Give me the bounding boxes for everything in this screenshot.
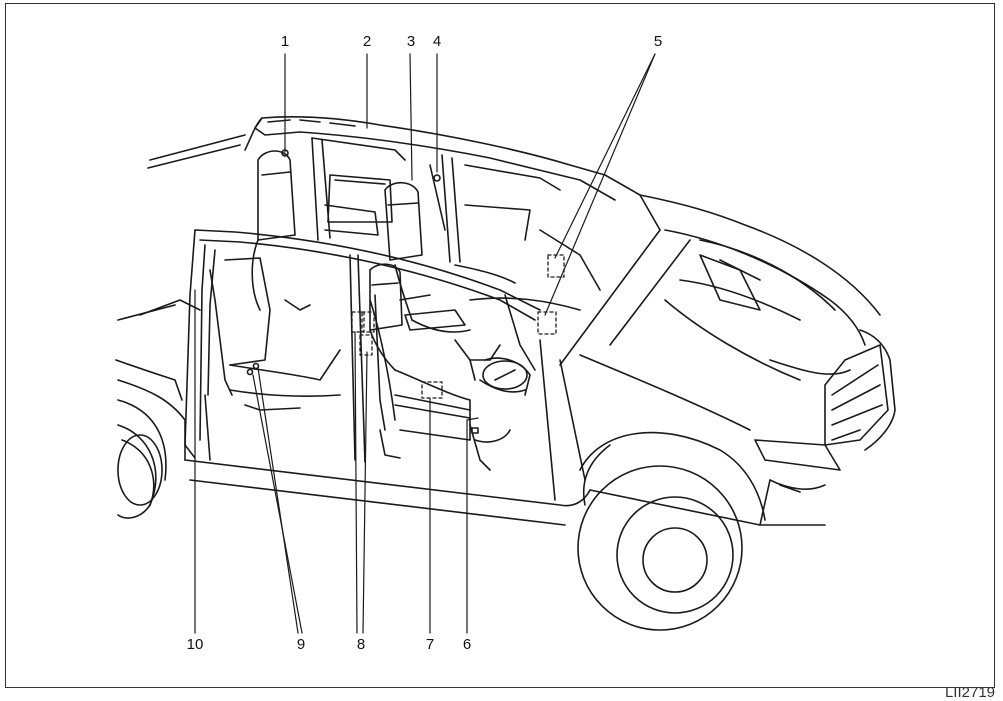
truck-bed (115, 134, 246, 519)
callout-4: 4 (432, 33, 442, 50)
steering-wheel (482, 360, 528, 390)
callout-3: 3 (406, 33, 416, 50)
driver-seat (369, 263, 471, 441)
rear-wheel (117, 424, 163, 506)
callout-6: 6 (462, 636, 472, 653)
callout-5: 5 (653, 33, 663, 50)
door-frames (184, 229, 541, 463)
seat-belts (209, 164, 446, 431)
callout-7: 7 (425, 636, 435, 653)
callout-1: 1 (280, 33, 290, 50)
callout-9: 9 (296, 636, 306, 653)
passenger-seat (384, 181, 471, 333)
roof (244, 116, 661, 231)
grille (754, 329, 896, 493)
figure-code: LII2719 (944, 684, 995, 701)
leader-lines (194, 53, 656, 634)
callout-2: 2 (362, 33, 372, 50)
callout-10: 10 (186, 636, 204, 653)
body-side (184, 339, 826, 526)
rear-seat (224, 150, 341, 411)
sensor-markers (246, 149, 479, 434)
rear-cabin (311, 137, 561, 263)
dashboard (379, 229, 601, 471)
callout-8: 8 (356, 636, 366, 653)
front-wheel (577, 431, 766, 631)
airbag-markers (351, 254, 565, 399)
hood (559, 194, 881, 431)
